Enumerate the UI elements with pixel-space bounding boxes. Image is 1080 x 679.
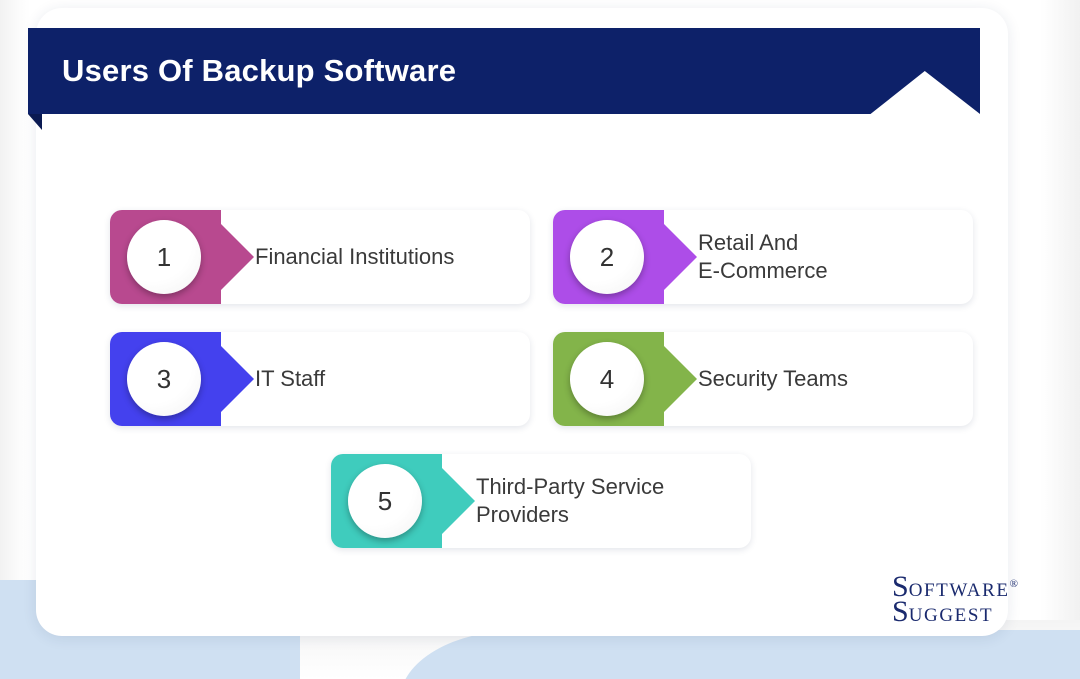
brand-logo-software: OFTWARE <box>908 580 1010 601</box>
arrow-right-icon <box>220 223 254 291</box>
arrow-right-icon <box>220 345 254 413</box>
registered-trademark-icon: ® <box>1009 578 1018 590</box>
item-badge-block: 1 <box>110 210 254 304</box>
brand-logo[interactable]: S OFTWARE ® S UGGEST <box>892 572 1018 627</box>
list-item[interactable]: 4 Security Teams <box>553 332 973 426</box>
arrow-right-icon <box>441 467 475 535</box>
item-number: 1 <box>156 242 172 272</box>
item-number-circle: 4 <box>570 342 644 416</box>
background-left-edge-shade <box>0 0 30 620</box>
item-number: 4 <box>599 364 615 394</box>
list-item[interactable]: 3 IT Staff <box>110 332 530 426</box>
list-item[interactable]: 2 Retail And E-Commerce <box>553 210 973 304</box>
item-number: 5 <box>377 486 393 516</box>
brand-logo-suggest: UGGEST <box>908 605 994 626</box>
background-right-edge-shade <box>1040 0 1080 640</box>
background-blue-shape-right <box>400 630 1080 679</box>
item-number-circle: 3 <box>127 342 201 416</box>
item-badge-block: 5 <box>331 454 475 548</box>
item-badge-block: 3 <box>110 332 254 426</box>
list-item[interactable]: 1 Financial Institutions <box>110 210 530 304</box>
list-item-label: Retail And E-Commerce <box>698 230 828 283</box>
list-item-label: Financial Institutions <box>255 244 455 269</box>
item-number: 3 <box>156 364 172 394</box>
page-title: Users Of Backup Software <box>62 53 457 88</box>
item-badge-block: 4 <box>553 332 697 426</box>
list-item-label: Security Teams <box>698 366 848 391</box>
list-item-label: IT Staff <box>255 366 326 391</box>
list-item[interactable]: 5 Third-Party Service Providers <box>331 454 751 548</box>
brand-logo-line-1: S OFTWARE ® <box>892 572 1018 602</box>
item-number-circle: 1 <box>127 220 201 294</box>
brand-logo-line-2: S UGGEST <box>892 597 1018 627</box>
brand-logo-cap-s-2: S <box>892 595 909 628</box>
item-badge-block: 2 <box>553 210 697 304</box>
list-item-label: Third-Party Service Providers <box>476 474 665 527</box>
arrow-right-icon <box>663 345 697 413</box>
item-number-circle: 5 <box>348 464 422 538</box>
arrow-right-icon <box>663 223 697 291</box>
title-ribbon: Users Of Backup Software <box>28 28 980 114</box>
item-number: 2 <box>599 242 615 272</box>
item-number-circle: 2 <box>570 220 644 294</box>
brand-logo-cap-s-1: S <box>892 570 909 603</box>
